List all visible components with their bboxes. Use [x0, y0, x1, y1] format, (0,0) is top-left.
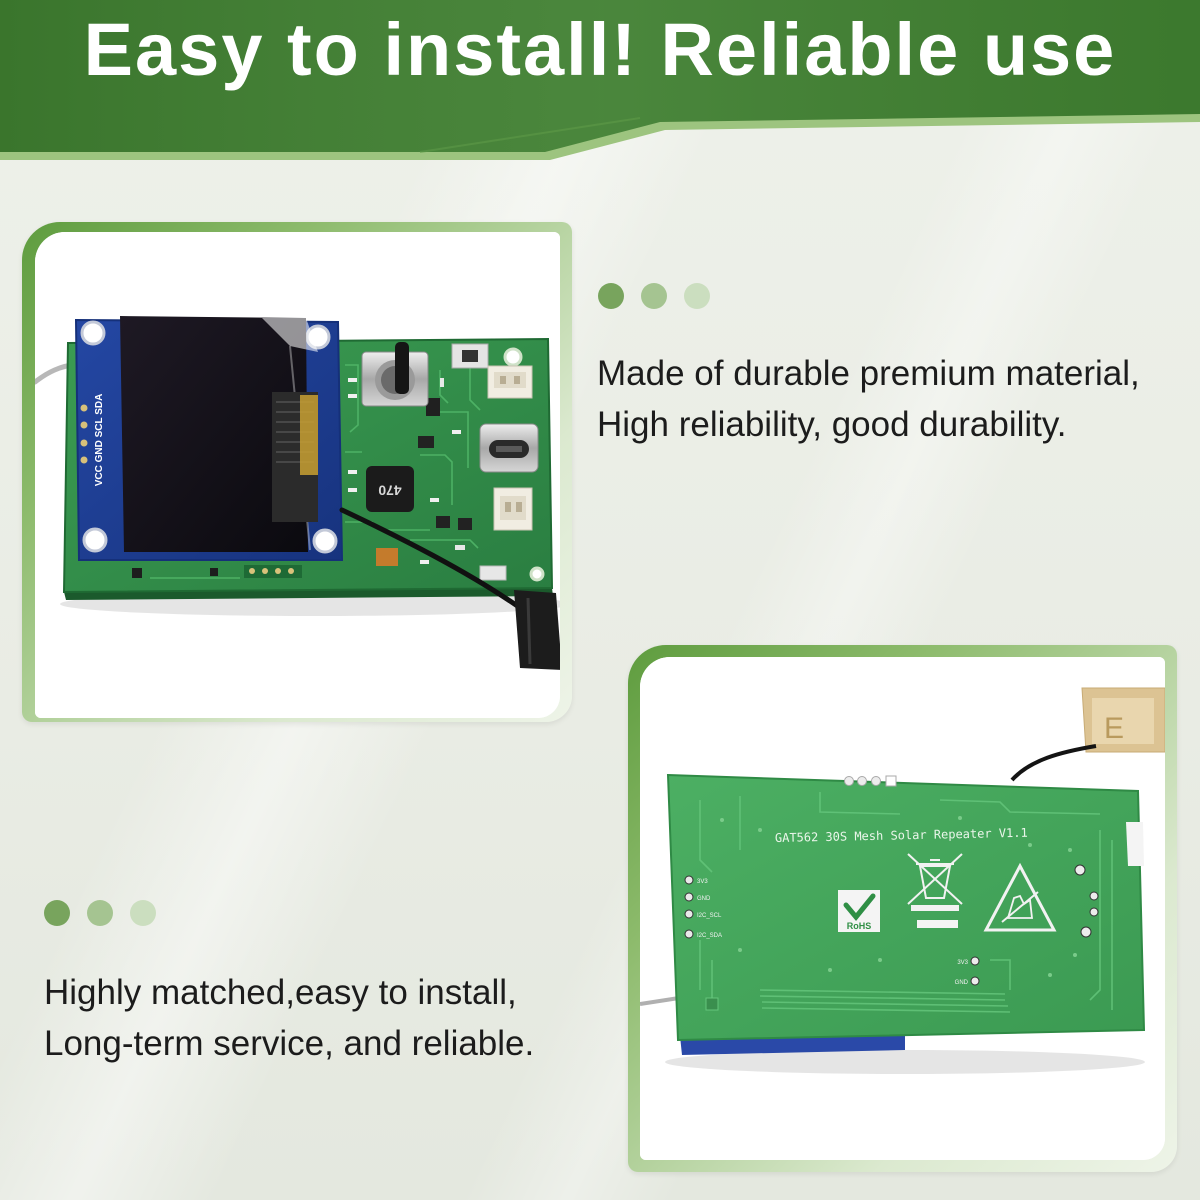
banner-diagonal-line [419, 117, 641, 153]
left-pads: 3V3 GND I2C_SCL I2C_SDA [684, 875, 722, 939]
top-header-pads [844, 775, 897, 787]
front-photo-card: VCC GND SCL SDA [22, 222, 572, 722]
dot [44, 900, 70, 926]
dot [87, 900, 113, 926]
weee-bin-icon [907, 853, 963, 911]
label-sticker [917, 920, 958, 928]
pad-label: GND [697, 896, 711, 902]
board-notch [1126, 822, 1144, 866]
usb-c-port [479, 423, 539, 473]
banner-shading [0, 0, 1200, 152]
antenna-marking: E [1104, 712, 1124, 745]
dot [684, 283, 710, 309]
pcb-traces [150, 360, 481, 579]
pad-label: I2C_SDA [697, 933, 722, 939]
antenna-cable [1010, 744, 1097, 782]
banner-title: Easy to install! Reliable use [83, 8, 1117, 91]
tantalum-capacitor [376, 548, 398, 566]
back-photo-card: E [628, 645, 1177, 1172]
flex-cable [272, 392, 318, 522]
jst-connector [493, 487, 533, 531]
dot [641, 283, 667, 309]
antenna-patch: E [1081, 687, 1165, 753]
feature-line: Highly matched,easy to install, [44, 973, 517, 1012]
oled-display-module: VCC GND SCL SDA [74, 316, 344, 561]
pcb-traces [699, 792, 1113, 1013]
feature-description-top: Made of durable premium material, High r… [597, 348, 1140, 450]
front-board-photo: VCC GND SCL SDA [35, 232, 560, 718]
decorative-dots [44, 900, 156, 926]
power-inductor: 470 [366, 466, 414, 512]
rohs-label: RoHS [847, 921, 872, 931]
feature-line: High reliability, good durability. [597, 405, 1067, 444]
jst-connector [487, 365, 533, 399]
vias [720, 816, 1077, 977]
pad-label: 3V3 [957, 960, 968, 966]
dot [598, 283, 624, 309]
pin-header-strip [244, 565, 302, 578]
screen-glass-reflection [262, 318, 318, 352]
rohs-logo: RoHS [838, 890, 880, 932]
oled-pins [80, 404, 88, 464]
inductor-marking: 470 [378, 482, 402, 498]
mounting-hole [503, 347, 523, 367]
back-board-photo: E [640, 657, 1165, 1160]
smd-components [132, 378, 472, 578]
pcb-board-back: GAT562 30S Mesh Solar Repeater V1.1 3V3 … [666, 773, 1146, 1042]
feature-description-bottom: Highly matched,easy to install, Long-ter… [44, 967, 534, 1069]
test-pad [705, 997, 719, 1011]
esd-warning-icon [983, 862, 1057, 932]
oled-pin-labels: VCC GND SCL SDA [94, 394, 105, 487]
lower-pads: 3V3 GND [955, 956, 980, 986]
pad-label: I2C_SCL [697, 913, 722, 919]
right-pads [1074, 864, 1099, 938]
front-photo-frame: VCC GND SCL SDA [35, 232, 560, 718]
board-title-silkscreen: GAT562 30S Mesh Solar Repeater V1.1 [775, 826, 1028, 845]
tactile-switch [451, 343, 489, 369]
pad-label: 3V3 [697, 879, 708, 885]
feature-line: Long-term service, and reliable. [44, 1024, 535, 1063]
board-shadow [665, 1050, 1145, 1074]
pad-label: GND [955, 980, 969, 986]
header-banner [0, 0, 1200, 160]
dot [130, 900, 156, 926]
back-photo-frame: E [640, 657, 1165, 1160]
antenna-cable [339, 507, 560, 670]
reset-button [479, 565, 507, 581]
mounting-hole [529, 566, 545, 582]
joystick [361, 342, 429, 407]
feature-line: Made of durable premium material, [597, 354, 1140, 393]
oled-screen [120, 316, 308, 552]
decorative-dots [598, 283, 710, 309]
